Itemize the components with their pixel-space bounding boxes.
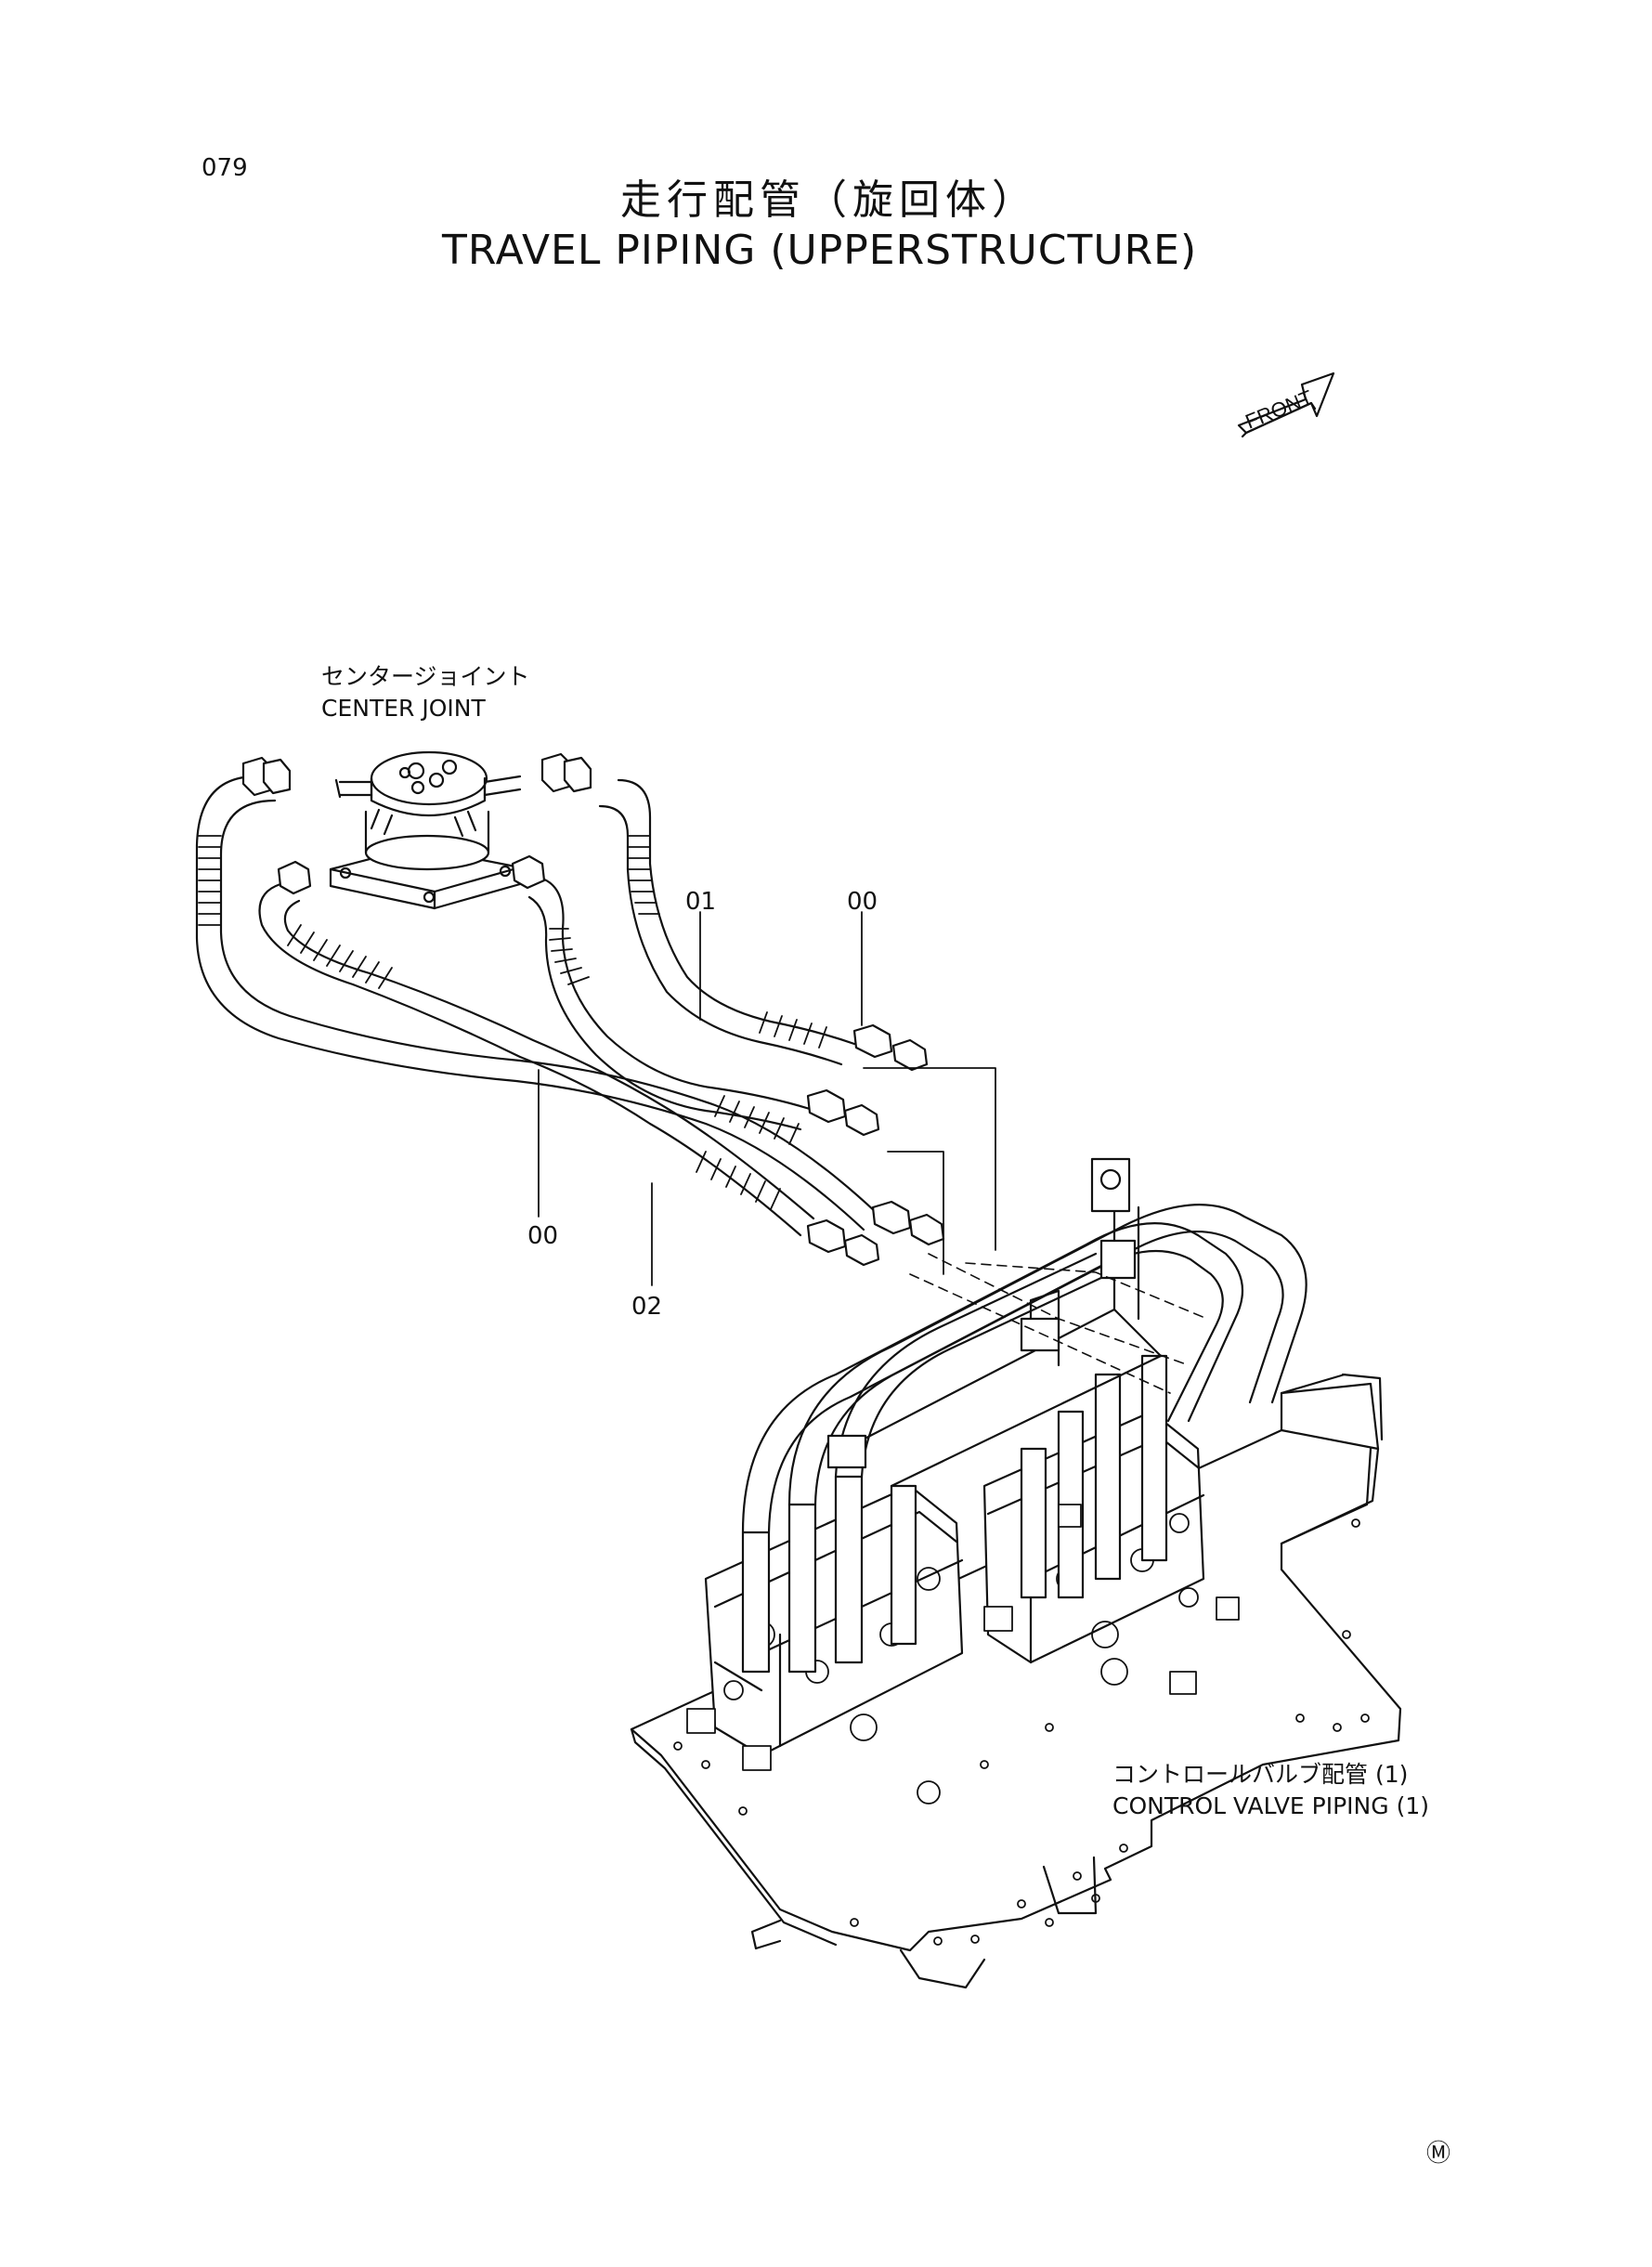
callout-00-lower: 00 — [527, 1222, 559, 1250]
travel-hoses — [195, 752, 945, 1267]
callout-00-upper: 00 — [847, 888, 878, 916]
control-valve-label-english: CONTROL VALVE PIPING (1) — [1112, 1792, 1429, 1819]
page-title-japanese: 走行配管（旋回体） — [620, 176, 1038, 224]
center-joint-label-english: CENTER JOINT — [321, 695, 486, 722]
center-joint — [329, 750, 522, 910]
callout-02: 02 — [631, 1293, 663, 1321]
front-label: FRONT — [1242, 385, 1317, 434]
callout-01: 01 — [685, 888, 717, 916]
control-valve-label-japanese: コントロールバルブ配管 (1) — [1112, 1761, 1409, 1788]
front-arrow-icon: FRONT — [1237, 371, 1335, 438]
callout-leaders — [538, 911, 996, 1286]
page-title-english: TRAVEL PIPING (UPPERSTRUCTURE) — [442, 227, 1198, 274]
control-valve-assembly — [630, 1157, 1402, 1989]
center-joint-label-japanese: センタージョイント — [321, 663, 530, 690]
page-number: 079 — [202, 154, 248, 182]
m-mark-icon: Ⓜ — [1426, 2140, 1451, 2168]
